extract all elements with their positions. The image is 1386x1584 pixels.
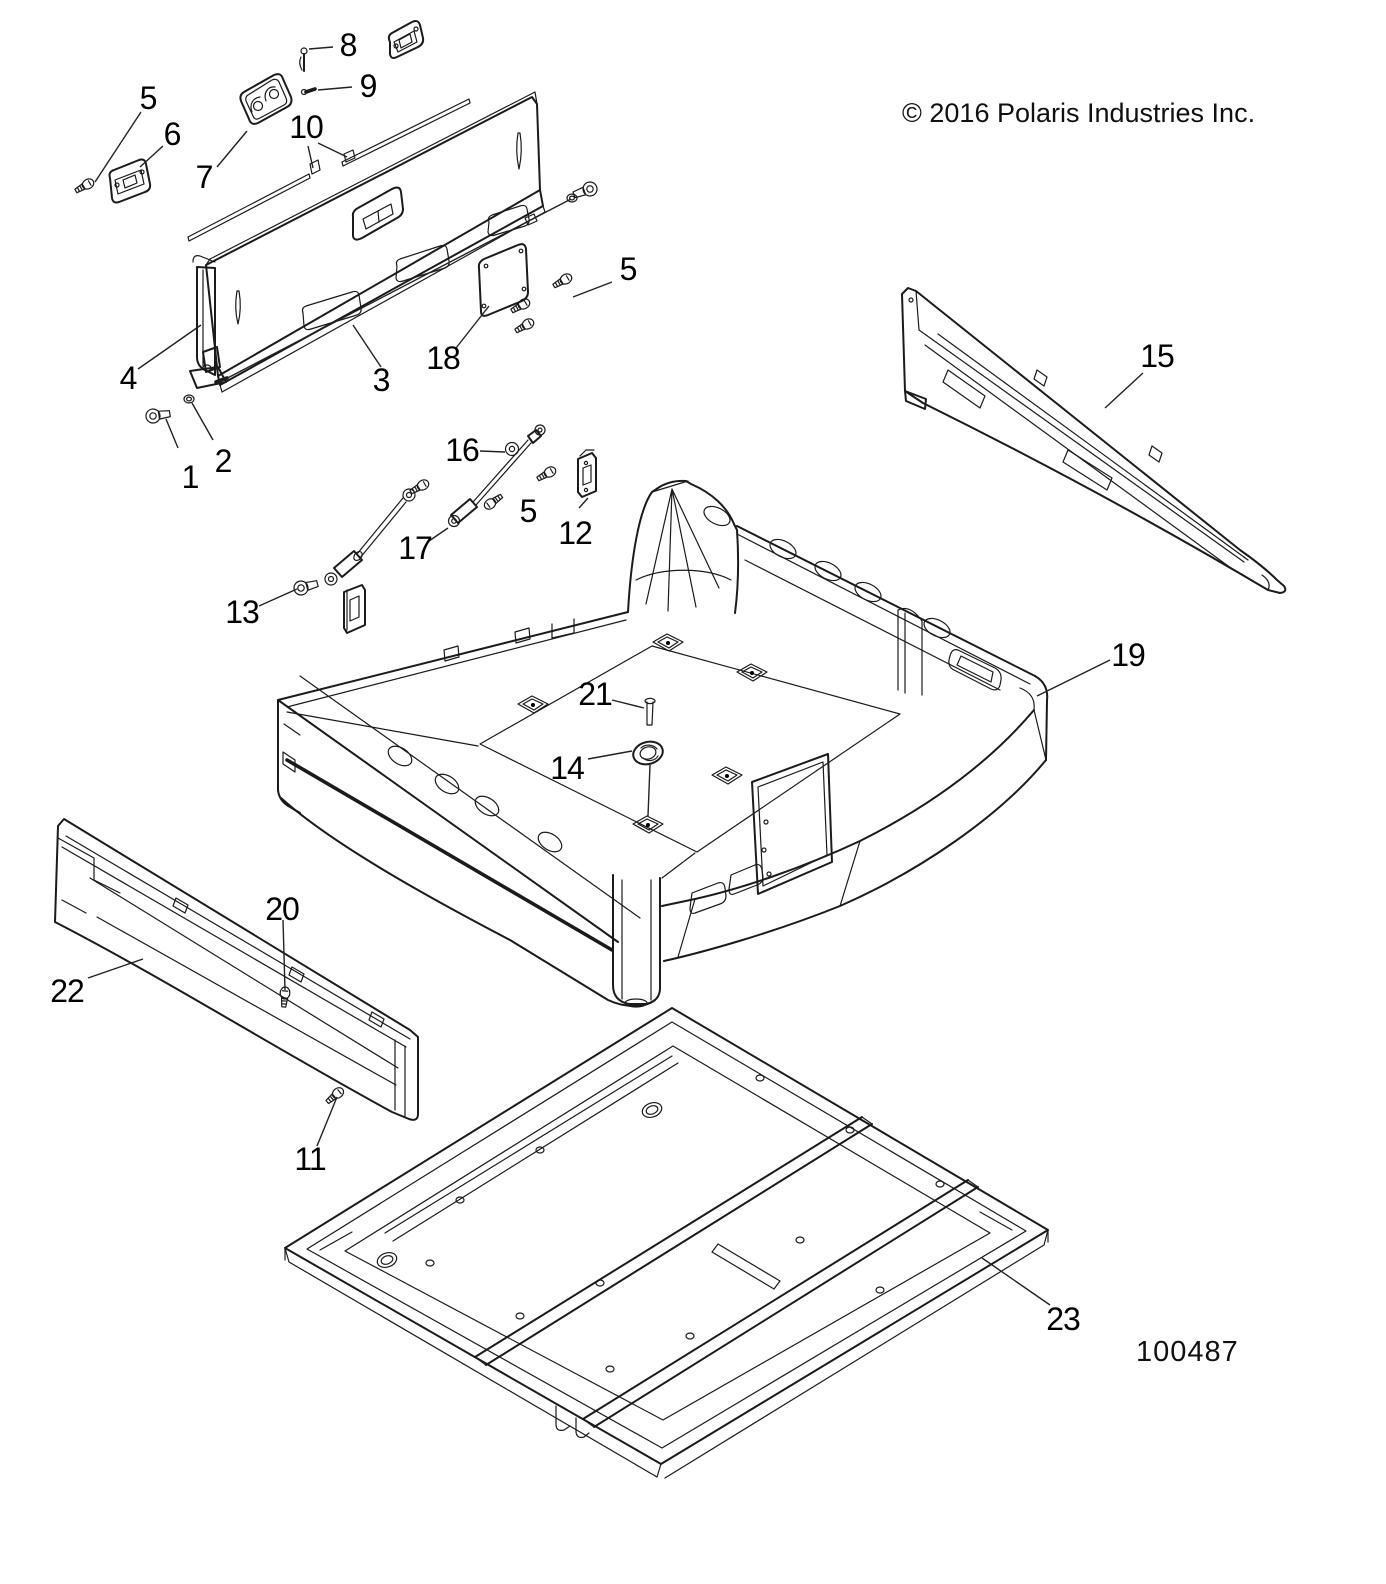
- bed-rail-accent: [287, 760, 612, 950]
- callout-11: 11: [294, 1141, 325, 1177]
- callout-leader-8: [309, 47, 333, 49]
- diagram-number: 100487: [1136, 1336, 1239, 1368]
- callout-20: 20: [265, 891, 299, 927]
- callout-21: 21: [578, 676, 612, 712]
- handle-slot-bottom: [690, 865, 763, 914]
- callout-leader-15: [1105, 373, 1143, 408]
- callout-leader-10: [308, 146, 313, 168]
- callout-2: 2: [215, 443, 232, 479]
- rod-clip: [310, 160, 320, 174]
- frame-hook: [576, 1418, 589, 1437]
- callout-1: 1: [182, 459, 199, 495]
- callout-leader-2: [192, 403, 213, 440]
- callout-23: 23: [1046, 1301, 1080, 1337]
- callout-leader-22: [88, 959, 143, 978]
- callout-leader-19: [1037, 660, 1110, 696]
- cotter-pin: [300, 48, 307, 71]
- callout-14: 14: [550, 750, 584, 786]
- floor-bolt-21: [645, 698, 655, 725]
- callout-5: 5: [620, 251, 637, 287]
- callout-leader-17: [429, 528, 448, 541]
- callout-leader-5: [573, 282, 612, 297]
- callout-leader-7: [217, 131, 247, 167]
- callout-leader-20: [283, 920, 285, 990]
- callout-3: 3: [373, 362, 390, 398]
- corner-post: [613, 875, 660, 1007]
- tailgate-hinge-channel: [190, 256, 227, 388]
- mount-bracket-12: [578, 450, 596, 497]
- callout-5: 5: [140, 80, 157, 116]
- hinge-axis-line: [216, 199, 571, 384]
- pivot-bolt: [571, 179, 600, 202]
- side-panel-right: [902, 288, 1285, 593]
- screw-5-right: [512, 316, 537, 336]
- seat-hump: [628, 481, 738, 613]
- clevis-pin: [302, 89, 316, 95]
- support-rod: [188, 99, 470, 241]
- screws-and-fasteners: [72, 176, 655, 1107]
- callout-leader-10: [318, 143, 347, 157]
- callout-9: 9: [360, 68, 377, 104]
- screw-13: [291, 576, 320, 598]
- gas-strut-16: [449, 425, 546, 527]
- callout-12: 12: [558, 515, 592, 551]
- access-panel: [479, 244, 528, 316]
- callout-leader-23: [982, 1258, 1050, 1305]
- callout-leader-16: [480, 451, 505, 452]
- bed-frame: [285, 1008, 1048, 1478]
- frame-bolt-holes: [426, 1075, 944, 1372]
- callout-4: 4: [120, 360, 137, 396]
- box-floor: [480, 646, 900, 852]
- frame-hook: [556, 1406, 570, 1430]
- callout-19: 19: [1111, 637, 1145, 673]
- callout-leader-1: [166, 419, 178, 448]
- tailgate-panel: [206, 92, 545, 392]
- strut-bracket-13: [344, 585, 365, 633]
- copyright-text: © 2016 Polaris Industries Inc.: [902, 98, 1256, 128]
- callout-leader-21: [612, 700, 644, 708]
- callout-leader-6: [140, 146, 163, 167]
- callout-leader-5: [95, 112, 141, 182]
- callout-10: 10: [289, 109, 323, 145]
- striker-plate-right: [389, 21, 423, 58]
- callout-leader-14: [588, 751, 632, 759]
- callout-7: 7: [196, 159, 213, 195]
- callout-16: 16: [445, 432, 479, 468]
- screw-5-left: [72, 176, 97, 196]
- callout-leader-11: [317, 1097, 337, 1146]
- callout-15: 15: [1140, 338, 1174, 374]
- callout-22: 22: [50, 973, 84, 1009]
- screw-5-right: [550, 271, 575, 291]
- callout-18: 18: [426, 340, 460, 376]
- screw-5-mid: [534, 464, 559, 484]
- tailgate-handle-recess: [353, 188, 403, 240]
- wall-pillar-channel: [898, 608, 922, 695]
- callout-leader-12: [579, 498, 588, 508]
- callout-leader-9: [318, 87, 352, 90]
- rod-clip: [344, 150, 355, 162]
- gas-strut-17: [325, 489, 415, 585]
- callout-13: 13: [225, 594, 259, 630]
- striker-plate-left: [110, 160, 151, 203]
- wall-access-quad: [752, 754, 832, 894]
- cargo-box: [278, 481, 1047, 1007]
- latch-assembly: [240, 74, 291, 124]
- callout-leader-3: [353, 325, 381, 367]
- callout-leader-13: [259, 589, 297, 606]
- screw-16-head: [506, 443, 519, 456]
- tie-down-anchor: [631, 738, 666, 816]
- side-panel-left: [55, 819, 418, 1120]
- screw-5-right: [508, 296, 533, 316]
- washer-2: [183, 394, 195, 404]
- callout-6: 6: [164, 116, 181, 152]
- callout-leader-18: [456, 306, 489, 348]
- callout-17: 17: [398, 530, 432, 566]
- hinge-bushing: [525, 214, 537, 225]
- handle-slot-right: [949, 650, 1001, 690]
- callout-5: 5: [520, 493, 537, 529]
- callout-leader-4: [138, 325, 201, 369]
- callout-8: 8: [340, 27, 357, 63]
